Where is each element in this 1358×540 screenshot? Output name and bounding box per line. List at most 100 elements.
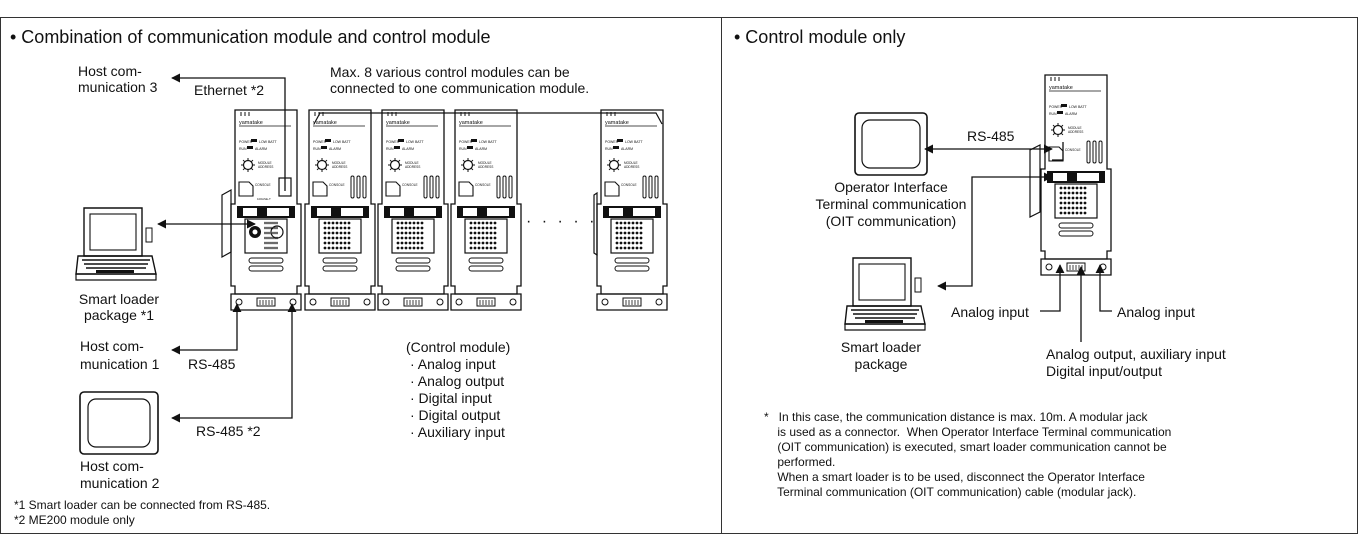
oit-monitor-icon xyxy=(854,112,928,176)
rs485-host1-line xyxy=(171,303,242,355)
ethernet-line xyxy=(171,73,286,191)
module-address-text: ADDRESS xyxy=(405,165,420,169)
module-brand: yamatake xyxy=(386,120,410,126)
module-address-text: MODULE xyxy=(405,161,419,165)
right-note-line: Terminal communication (OIT communicatio… xyxy=(764,485,1137,499)
left-connection-lines xyxy=(157,73,297,423)
right-smart-loader-label-line1: Smart loader xyxy=(840,339,922,355)
ethernet-label: Ethernet *2 xyxy=(194,82,265,98)
module-power-text: POWER xyxy=(1049,105,1063,109)
module-brand: yamatake xyxy=(605,120,629,126)
module-run-text: RUN xyxy=(459,147,467,151)
rs485-label: RS-485 xyxy=(188,356,236,372)
oit-stub xyxy=(1052,142,1064,161)
laptop-screen xyxy=(852,257,912,307)
left-panel-title: • Combination of communication module an… xyxy=(10,27,491,47)
module-address-text: ADDRESS xyxy=(624,165,639,169)
module-lowbatt-text: LOW BATT xyxy=(259,140,277,144)
module-run-text: RUN xyxy=(1049,112,1057,116)
control-module-list-item: · Digital output xyxy=(410,407,501,423)
module-console-text: CONSOLE xyxy=(329,183,345,187)
module-alarm-text: ALARM xyxy=(402,147,414,151)
module-address-text: MODULE xyxy=(258,161,272,165)
rs485-host2-line xyxy=(171,303,297,423)
module-alarm-text: ALARM xyxy=(621,147,633,151)
module-address-text: ADDRESS xyxy=(258,165,273,169)
right-rs485-label: RS-485 xyxy=(967,128,1015,144)
host2-monitor-icon xyxy=(79,391,159,455)
module-mode-text: 100ASE-T xyxy=(257,197,271,201)
right-smart-loader-laptop xyxy=(844,257,926,331)
ellipsis-dots: · · · · · xyxy=(526,213,598,230)
module-run-text: RUN xyxy=(313,147,321,151)
module-console-text: CONSOLE xyxy=(402,183,418,187)
laptop-screen-inner xyxy=(858,263,906,301)
laptop-base xyxy=(75,273,157,281)
module-alarm-text: ALARM xyxy=(1065,112,1077,116)
oit-label-line2: Terminal communication xyxy=(815,196,967,212)
module-address-text: MODULE xyxy=(332,161,346,165)
module-power-text: POWER xyxy=(386,140,400,144)
right-note-line: When a smart loader is to be used, disco… xyxy=(764,470,1145,484)
module-side-bracket xyxy=(1029,144,1041,218)
module-address-text: ADDRESS xyxy=(1068,130,1083,134)
module-address-text: ADDRESS xyxy=(478,165,493,169)
module-alarm-text: ALARM xyxy=(255,147,267,151)
right-loader-line xyxy=(937,172,1053,291)
right-smart-loader-label-line2: package xyxy=(854,356,908,372)
module-alarm-text: ALARM xyxy=(329,147,341,151)
module-brand: yamatake xyxy=(1049,85,1073,91)
module-address-text: MODULE xyxy=(624,161,638,165)
module-run-text: RUN xyxy=(239,147,247,151)
analog-output-label-line2: Digital input/output xyxy=(1046,363,1162,379)
module-run-text: RUN xyxy=(605,147,613,151)
module-address-text: MODULE xyxy=(1068,126,1082,130)
right-note-line: * In this case, the communication distan… xyxy=(764,410,1148,424)
right-note-line: (OIT communication) is executed, smart l… xyxy=(764,440,1167,454)
module-address-text: MODULE xyxy=(478,161,492,165)
module-brand: yamatake xyxy=(239,120,263,126)
module-power-text: POWER xyxy=(605,140,619,144)
module-brand: yamatake xyxy=(459,120,483,126)
smart-loader-label-line2: package *1 xyxy=(83,307,155,323)
module-console-text: CONSOLE xyxy=(255,183,271,187)
analog-output-label-line1: Analog output, auxiliary input xyxy=(1046,346,1226,362)
module-side-bracket xyxy=(593,191,598,257)
right-note-line: performed. xyxy=(764,455,836,469)
module-lowbatt-text: LOW BATT xyxy=(1069,105,1087,109)
module-console-text: CONSOLE xyxy=(475,183,491,187)
right-panel-title: • Control module only xyxy=(734,27,906,47)
oit-label-line1: Operator Interface xyxy=(834,179,948,195)
module-lowbatt-text: LOW BATT xyxy=(406,140,424,144)
module-lowbatt-text: LOW BATT xyxy=(479,140,497,144)
module-alarm-text: ALARM xyxy=(475,147,487,151)
host3-label-line2: munication 3 xyxy=(78,79,158,95)
host2-label-line2: munication 2 xyxy=(80,475,160,491)
control-module-list-item: · Analog input xyxy=(410,356,496,372)
host3-label-line1: Host com- xyxy=(78,63,142,79)
host2-label-line1: Host com- xyxy=(80,458,144,474)
modules-brace xyxy=(313,112,663,125)
left-note-2: *2 ME200 module only xyxy=(14,513,135,527)
left-note-1: *1 Smart loader can be connected from RS… xyxy=(14,498,271,512)
max8-label-line1: Max. 8 various control modules can be xyxy=(330,64,570,80)
control-module-list-item: · Digital input xyxy=(410,390,492,406)
module-power-text: POWER xyxy=(459,140,473,144)
control-module-list-item: · Analog output xyxy=(410,373,505,389)
laptop-base xyxy=(844,323,926,331)
control-module-list-heading: (Control module) xyxy=(406,339,511,355)
control-module-list-item: · Auxiliary input xyxy=(410,424,505,440)
analog-in-right-line xyxy=(1095,264,1112,312)
right-note-line: is used as a connector. When Operator In… xyxy=(764,425,1172,439)
laptop-screen xyxy=(83,207,143,257)
smart-loader-laptop xyxy=(75,207,157,281)
analog-in-left-line xyxy=(1040,264,1065,312)
